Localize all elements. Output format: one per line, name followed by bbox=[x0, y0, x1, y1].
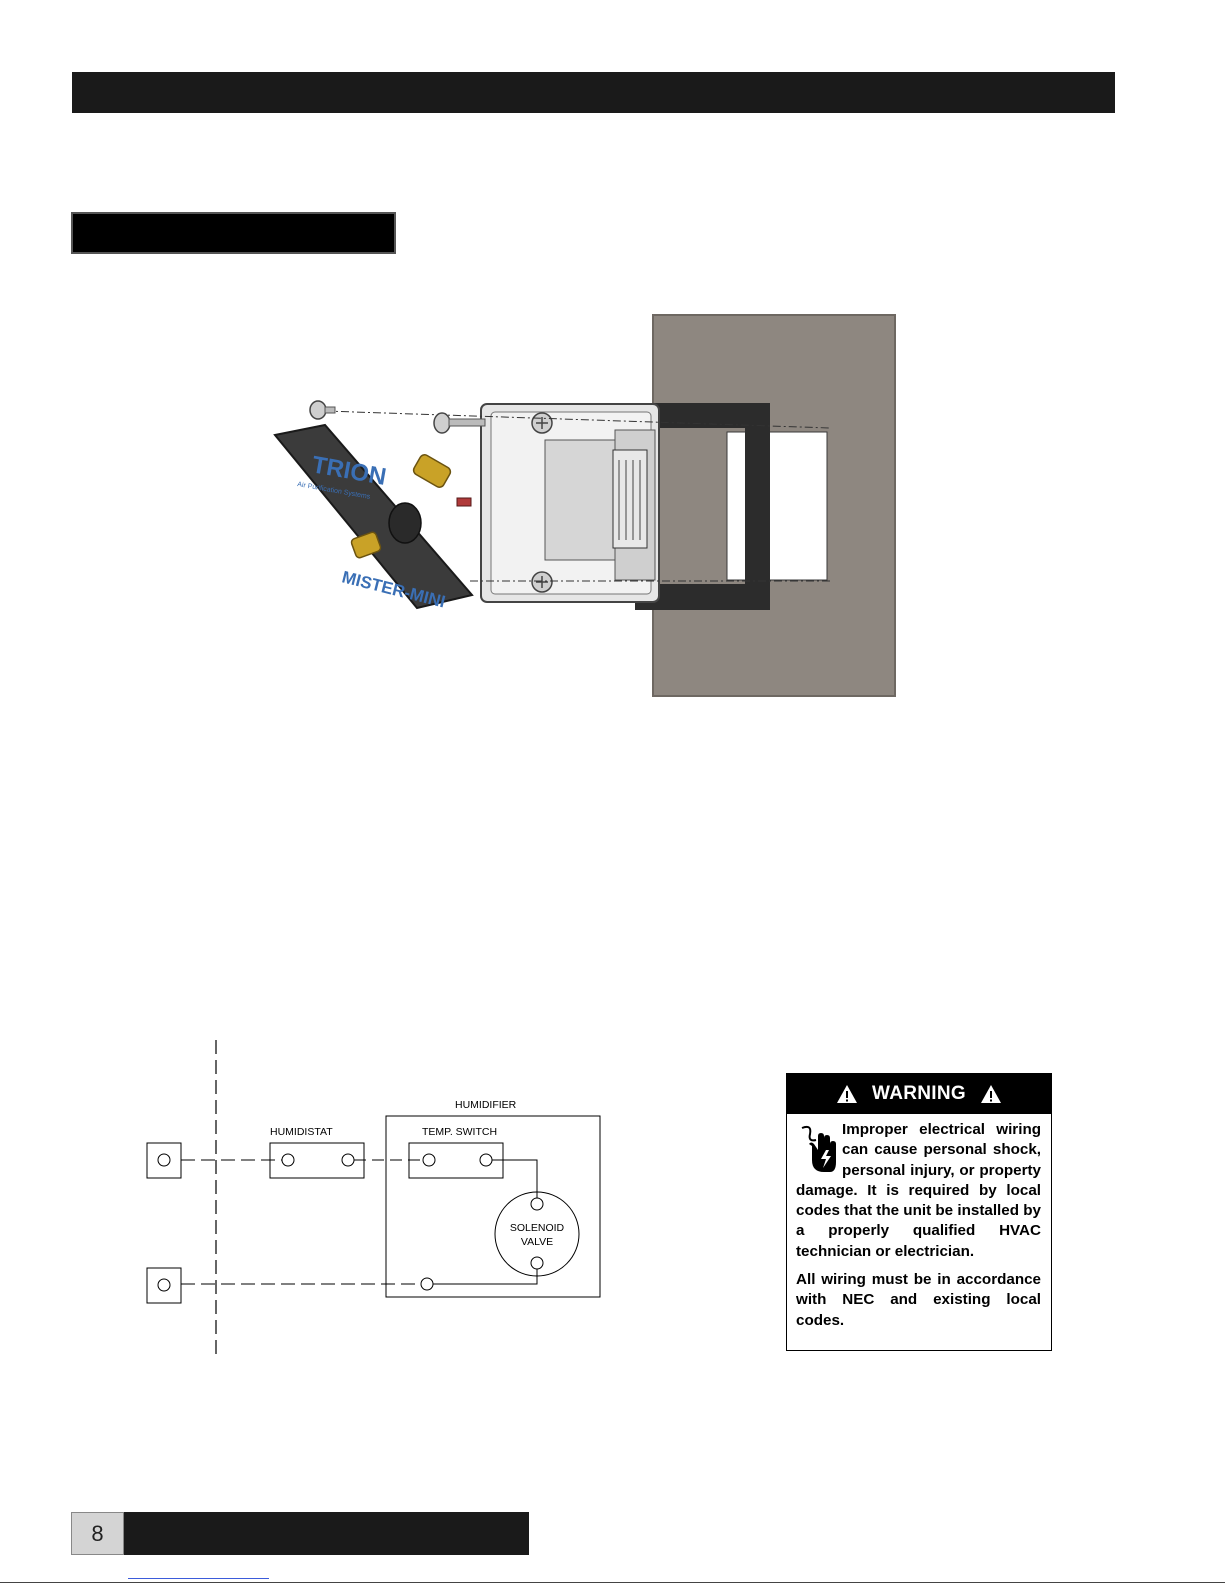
wire-valve-return bbox=[433, 1269, 538, 1285]
housing-recess bbox=[544, 439, 616, 561]
humidifier-label: HUMIDIFIER bbox=[455, 1099, 517, 1111]
warning-box: WARNING Improper electrical wiring can c… bbox=[786, 1073, 1052, 1351]
cover-plate: TRION Air Purification Systems MISTER-MI… bbox=[273, 423, 474, 611]
warning-title: WARNING bbox=[872, 1083, 966, 1104]
wire-switch-to-valve bbox=[492, 1159, 538, 1198]
wall-opening bbox=[726, 431, 828, 581]
page-number: 8 bbox=[71, 1512, 124, 1555]
common-terminal bbox=[420, 1277, 434, 1291]
solenoid-label-line2: VALVE bbox=[521, 1236, 553, 1248]
footer-link-underline bbox=[128, 1578, 269, 1579]
cover-hole bbox=[388, 502, 422, 544]
temp-switch-label: TEMP. SWITCH bbox=[422, 1126, 497, 1138]
wiring-diagram: HUMIDISTAT HUMIDIFIER TEMP. SWITCH SOLEN… bbox=[146, 1040, 601, 1360]
warning-triangle-icon bbox=[837, 1085, 858, 1103]
footer-rule bbox=[0, 1582, 1225, 1583]
loose-screw-2 bbox=[433, 412, 486, 434]
wire-terminal bbox=[456, 497, 472, 507]
humidifier-assembly-illustration: TRION Air Purification Systems MISTER-MI… bbox=[273, 314, 896, 697]
warning-paragraph-1: Improper electrical wiring can cause per… bbox=[796, 1121, 1041, 1260]
solenoid-label-line1: SOLENOID bbox=[510, 1222, 565, 1234]
loose-screw-1 bbox=[309, 400, 336, 420]
warning-triangle-icon bbox=[980, 1085, 1001, 1103]
brass-nut bbox=[350, 531, 382, 559]
humidistat-label: HUMIDISTAT bbox=[270, 1126, 333, 1138]
warning-header: WARNING bbox=[787, 1074, 1051, 1114]
warning-body: Improper electrical wiring can cause per… bbox=[787, 1114, 1051, 1331]
electric-shock-hand-icon bbox=[801, 1125, 836, 1172]
footer-bar bbox=[124, 1512, 529, 1555]
section-heading-bar bbox=[71, 212, 396, 254]
warning-paragraph-2: All wiring must be in accordance with NE… bbox=[796, 1271, 1041, 1329]
brass-fitting bbox=[412, 454, 452, 488]
rating-label bbox=[612, 449, 648, 549]
header-bar bbox=[72, 72, 1115, 113]
